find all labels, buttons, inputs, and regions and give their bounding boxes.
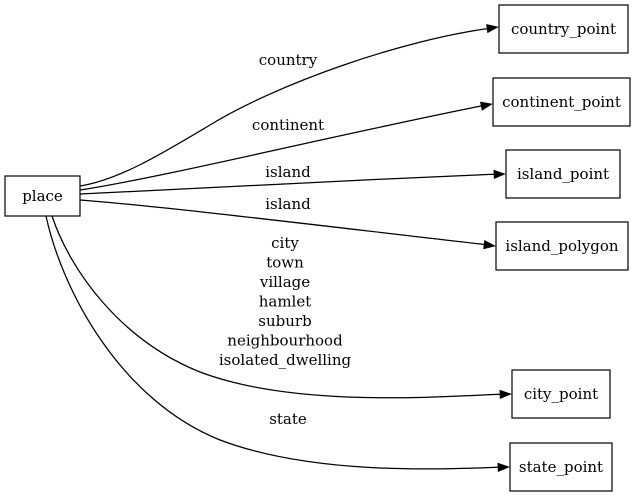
node-box-island_polygon[interactable] xyxy=(495,221,629,271)
edge-curve xyxy=(51,215,506,399)
node-box-country_point[interactable] xyxy=(498,4,629,54)
node-island_polygon[interactable]: island_polygon xyxy=(495,221,629,271)
edge-arrowhead xyxy=(493,169,506,180)
edge-arrowhead xyxy=(486,23,499,34)
edge-curve xyxy=(79,199,490,246)
edge-place-island_point xyxy=(79,169,506,195)
edge-place-country_point xyxy=(79,23,499,187)
node-label-state_point: state_point xyxy=(519,458,603,476)
edge-label-place-state_point: state xyxy=(269,410,307,428)
edge-place-island_polygon xyxy=(79,199,496,250)
edge-arrowhead xyxy=(497,462,510,473)
edge-place-city_point xyxy=(51,215,512,400)
node-city_point[interactable]: city_point xyxy=(511,369,611,419)
edge-label-place-island_polygon: island xyxy=(265,195,311,213)
node-box-continent_point[interactable] xyxy=(492,77,631,127)
node-box-state_point[interactable] xyxy=(509,442,613,492)
node-label-place: place xyxy=(22,187,63,205)
edge-curve xyxy=(79,104,487,191)
nodes-layer: place country_point continent_point island_… xyxy=(4,4,631,492)
edge-label-place-country_point: country xyxy=(259,51,318,69)
node-place[interactable]: place xyxy=(4,175,81,217)
edge-arrowhead xyxy=(483,240,496,250)
node-label-island_point: island_point xyxy=(517,165,609,183)
edges-layer xyxy=(45,23,512,473)
edge-label-place-continent_point: continent xyxy=(252,116,324,134)
edge-arrowhead xyxy=(499,389,512,400)
node-box-island_point[interactable] xyxy=(505,149,621,199)
node-label-country_point: country_point xyxy=(511,20,616,38)
edge-curve xyxy=(79,173,500,195)
node-continent_point[interactable]: continent_point xyxy=(492,77,631,127)
node-box-city_point[interactable] xyxy=(511,369,611,419)
edge-place-state_point xyxy=(45,215,510,473)
node-island_point[interactable]: island_point xyxy=(505,149,621,199)
node-label-continent_point: continent_point xyxy=(502,93,621,111)
node-label-island_polygon: island_polygon xyxy=(505,237,619,255)
node-box-place[interactable] xyxy=(4,175,81,217)
edge-curve xyxy=(45,215,504,470)
node-state_point[interactable]: state_point xyxy=(509,442,613,492)
node-country_point[interactable]: country_point xyxy=(498,4,629,54)
edge-curve xyxy=(79,27,493,187)
node-label-city_point: city_point xyxy=(524,385,598,403)
edge-place-continent_point xyxy=(79,101,493,191)
edge-label-place-island_point: island xyxy=(265,163,311,181)
edge-arrowhead xyxy=(480,101,493,111)
